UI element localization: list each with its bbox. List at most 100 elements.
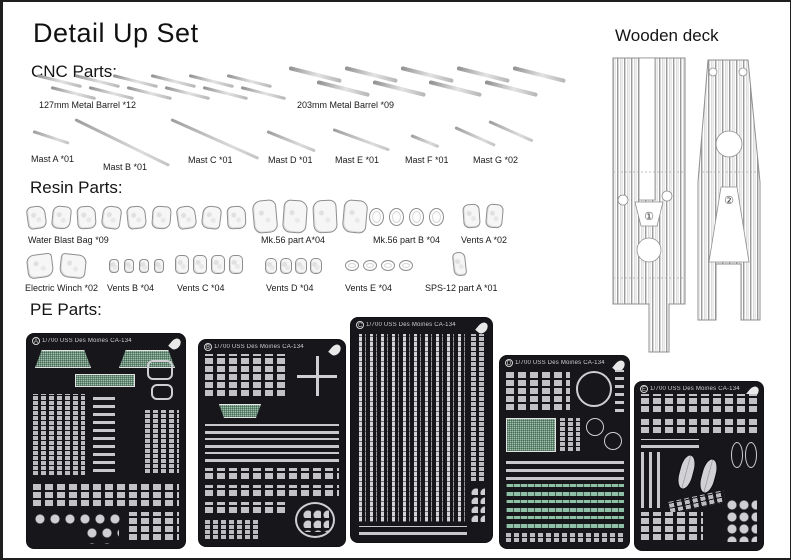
mk56-a-label: Mk.56 part A*04 [261,235,326,245]
etch-pattern [604,432,622,450]
pe-plate-a: A 1/700 USS Des Moines CA-134 [27,334,185,548]
resin-part-illustration [226,205,247,230]
resin-part-illustration [341,199,369,234]
resin-group-sps12-a [451,251,468,277]
resin-part-illustration [409,208,424,226]
boat-part-illustration [674,452,699,492]
etch-pattern [560,418,580,452]
resin-group-vents-e [345,260,413,271]
etch-pattern [641,452,663,508]
resin-part-illustration [251,199,279,234]
resin-part-illustration [175,204,198,231]
deck-piece-number: ② [724,195,734,207]
brand-logo-icon [168,336,183,352]
resin-group-vents-d [265,258,322,274]
resin-part-illustration [58,252,88,280]
barrel-203mm-label: 203mm Metal Barrel *09 [297,100,395,110]
etch-pattern [205,468,339,481]
resin-part-illustration [389,208,404,226]
pe-plate-e: E 1/700 USS Des Moines CA-134 [635,382,763,550]
resin-group-water-blast-bag [25,204,247,231]
etch-pattern [506,370,570,412]
resin-part-illustration [295,258,307,274]
plate-title: 1/700 USS Des Moines CA-134 [214,344,304,350]
pe-plate-d: D 1/700 USS Des Moines CA-134 [500,356,629,548]
mast-g-illustration [488,120,534,143]
mast-g-illustration [454,126,496,147]
etch-pattern [297,356,337,396]
resin-part-illustration [462,203,481,229]
barrel-illustration [316,80,370,98]
mast-b-label: Mast B *01 [103,162,148,172]
mast-a-label: Mast A *01 [31,154,75,164]
resin-part-illustration [139,259,149,273]
barrel-127mm-label: 127mm Metal Barrel *12 [39,100,137,110]
resin-part-illustration [124,259,134,273]
resin-part-illustration [211,255,225,274]
resin-part-illustration [175,255,189,274]
etch-pattern [33,482,179,508]
mast-d-label: Mast D *01 [268,155,313,165]
resin-part-illustration [369,208,384,226]
mast-c-illustration [170,118,260,160]
barrel-illustration [456,66,510,84]
barrel-illustration [400,66,454,84]
pe-plate-c: C 1/700 USS Des Moines CA-134 [351,318,492,542]
barrel-illustration [512,66,566,84]
etch-pattern [33,394,85,476]
plate-header: B 1/700 USS Des Moines CA-134 [204,343,329,351]
barrel-illustration [372,80,426,98]
barrel-group-203mm [288,64,579,100]
etch-pattern [205,424,339,434]
pe-plate-b: B 1/700 USS Des Moines CA-134 [199,340,345,546]
resin-part-illustration [312,199,338,234]
etch-pattern [359,334,467,522]
vents-e-label: Vents E *04 [345,283,393,293]
mast-c-label: Mast C *01 [188,155,233,165]
barrel-illustration [344,66,398,84]
plate-header: C 1/700 USS Des Moines CA-134 [356,321,476,329]
etch-pattern [205,438,339,448]
sps12-a-label: SPS-12 part A *01 [425,283,498,293]
barrel-illustration [428,80,482,98]
plate-title: 1/700 USS Des Moines CA-134 [42,338,132,344]
resin-part-illustration [281,199,309,234]
etch-pattern [205,502,285,515]
mast-g-label: Mast G *02 [473,155,519,165]
plate-title: 1/700 USS Des Moines CA-134 [650,386,740,392]
etch-pattern [615,370,624,412]
etch-pattern [731,442,743,468]
etch-pattern [745,442,757,468]
vents-c-label: Vents C *04 [177,283,225,293]
plate-title: 1/700 USS Des Moines CA-134 [515,360,605,366]
resin-part-illustration [265,258,277,274]
resin-part-illustration [381,260,395,271]
plate-letter-badge: C [356,321,364,329]
resin-part-illustration [25,204,48,231]
etch-pattern [586,418,604,436]
plate-letter-badge: D [505,359,513,367]
etch-pattern [641,439,699,448]
mast-e-label: Mast E *01 [335,155,380,165]
section-heading-cnc: CNC Parts: [31,62,117,81]
etch-pattern [93,392,115,472]
etch-pattern [85,526,119,544]
resin-group-vents-a [462,203,505,229]
resin-part-illustration [310,258,322,274]
resin-part-illustration [125,205,148,230]
resin-part-illustration [451,251,468,277]
resin-part-illustration [229,255,243,274]
resin-part-illustration [76,205,97,230]
etch-pattern [576,371,612,407]
water-blast-bag-label: Water Blast Bag *09 [28,235,109,245]
resin-group-mk56-b [369,208,444,226]
etch-pattern [668,490,726,514]
resin-part-illustration [399,260,413,271]
plate-letter-badge: A [32,337,40,345]
etch-pattern [471,334,485,482]
mast-f-illustration [410,134,440,149]
plate-letter-badge: E [640,385,648,393]
vents-b-label: Vents B *04 [107,283,155,293]
deck-piece-number: ① [644,211,654,223]
